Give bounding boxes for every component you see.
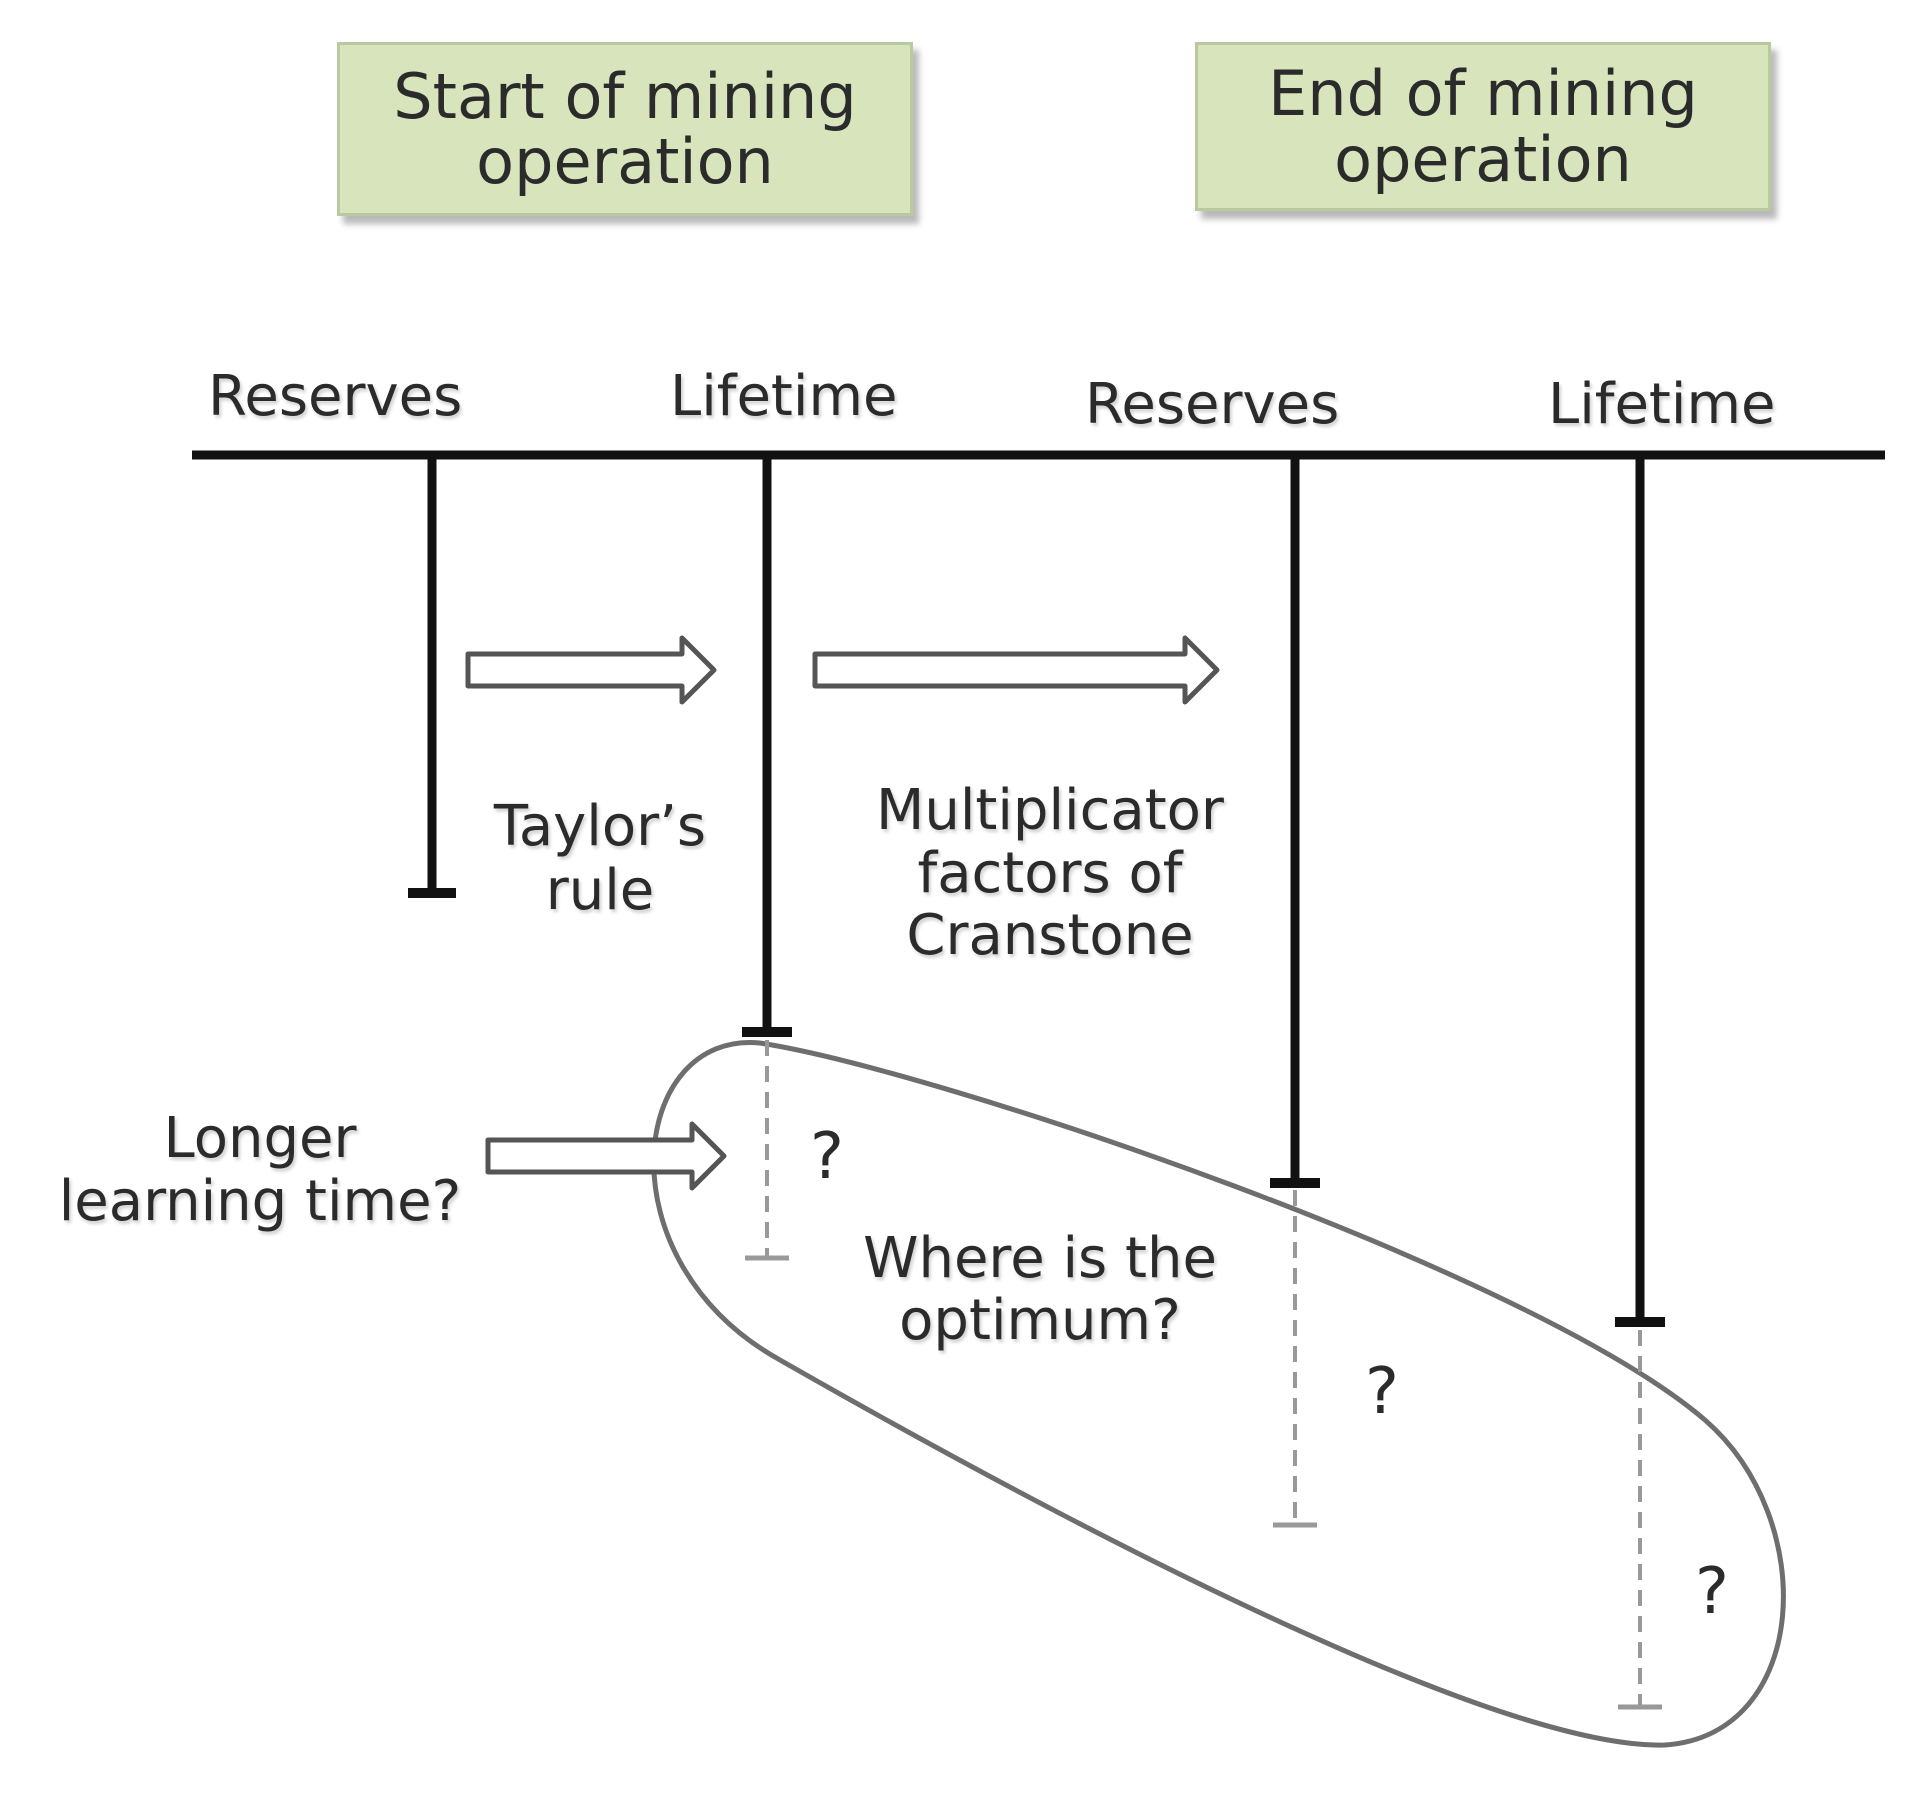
lifetime-start-label: Lifetime [670,364,898,429]
cranstone-line3: Cranstone [906,903,1194,969]
reserves-end-bar [1270,455,1320,1188]
cranstone-label: Multiplicator factors of Cranstone [830,778,1270,969]
question-mark-lifetime-end: ? [1695,1555,1729,1629]
question-mark-reserves-end: ? [1365,1355,1399,1429]
reserves-start-label: Reserves [208,364,463,429]
lifetime-start-bar [742,455,792,1037]
taylors-rule-line1: Taylor’s [493,794,707,859]
reserves-start-bar [408,455,456,898]
taylor-arrow [465,635,717,705]
lifetime-end-dashed-extension [1618,1330,1662,1710]
question-mark-lifetime-start: ? [810,1120,844,1194]
reserves-end-dashed-extension [1273,1190,1317,1528]
start-box-line2: operation [476,125,774,198]
end-box-line2: operation [1334,122,1632,196]
lifetime-end-label: Lifetime [1548,372,1776,437]
optimum-oval [651,1040,1786,1748]
learning-time-arrow [485,1121,727,1191]
optimum-line2: optimum? [899,1287,1181,1353]
end-box-line1: End of mining [1268,57,1698,131]
cranstone-line1: Multiplicator [876,778,1224,843]
optimum-question-label: Where is the optimum? [825,1228,1255,1351]
cranstone-arrow [812,635,1220,705]
start-box-line1: Start of mining [393,59,857,133]
learning-time-line1: Longer [163,1106,357,1171]
end-of-mining-box: End of mining operation [1195,42,1771,211]
taylors-rule-label: Taylor’s rule [475,794,725,924]
learning-time-label: Longer learning time? [25,1106,495,1234]
lifetime-start-dashed-extension [745,1040,789,1261]
lifetime-end-bar [1615,455,1665,1327]
optimum-line1: Where is the [863,1226,1217,1291]
reserves-end-label: Reserves [1085,372,1340,437]
learning-time-line2: learning time? [58,1168,462,1234]
taylors-rule-line2: rule [545,858,655,924]
cranstone-line2: factors of [917,840,1183,906]
start-of-mining-box: Start of mining operation [337,42,913,216]
